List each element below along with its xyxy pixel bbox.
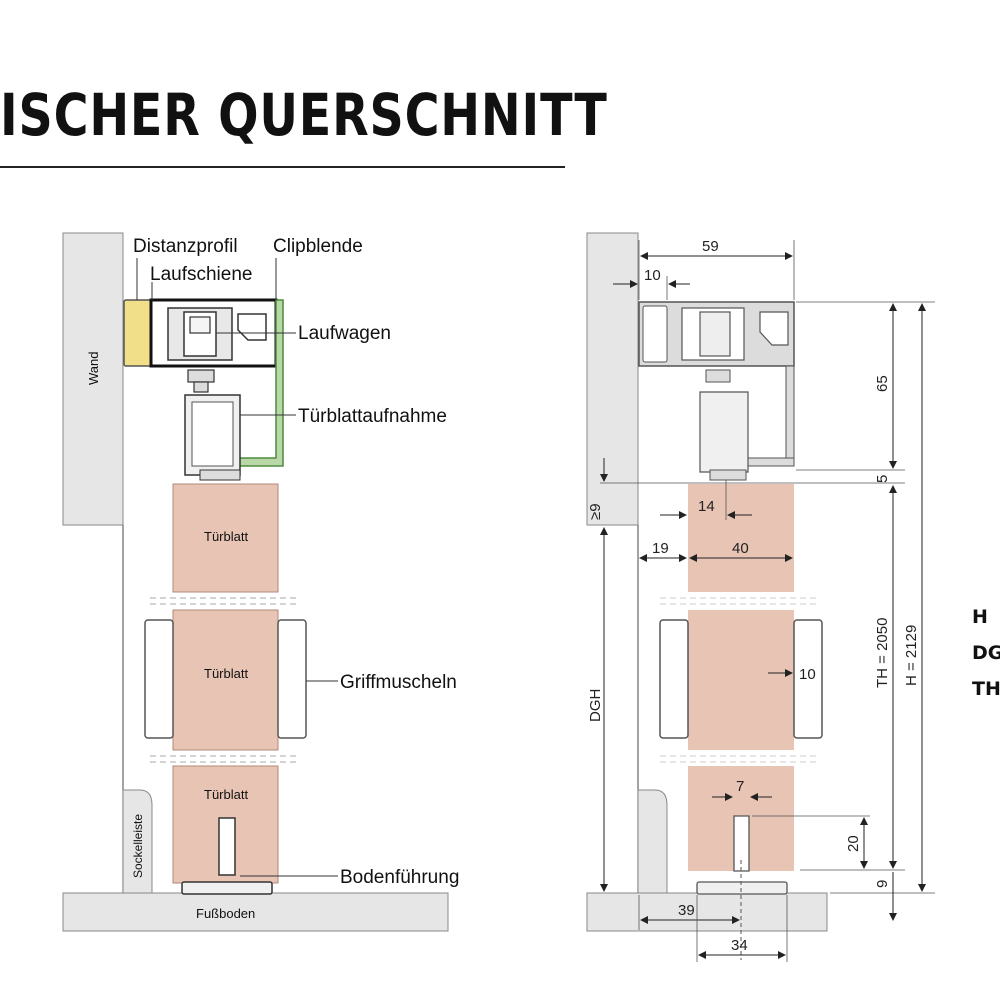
legend-dg: DG: [972, 642, 1000, 664]
svg-text:≥9: ≥9: [587, 503, 604, 520]
svg-text:5: 5: [874, 475, 891, 483]
floor-label: Fußboden: [196, 906, 255, 921]
floor-guide: [218, 817, 236, 876]
skirting-label: Sockelleiste: [131, 814, 145, 878]
flush-handle-left: [144, 619, 174, 739]
svg-text:10: 10: [644, 267, 661, 284]
svg-text:65: 65: [874, 375, 891, 392]
svg-text:H = 2129: H = 2129: [903, 625, 920, 686]
svg-text:Türblatt: Türblatt: [204, 529, 248, 544]
svg-text:Türblatt: Türblatt: [204, 787, 248, 802]
svg-text:7: 7: [736, 778, 744, 795]
svg-text:14: 14: [698, 498, 715, 515]
page-title: ISCHER QUERSCHNITT: [0, 81, 608, 149]
wall-label: Wand: [86, 352, 101, 385]
door-leaf-middle: [172, 609, 279, 751]
right-diagram: 59 10 65 5 TH = 2050 H = 2129 9 ≥9 DGH: [586, 232, 935, 962]
label-clipblende: Clipblende: [273, 236, 363, 257]
legend-th: TH: [972, 678, 1000, 700]
legend-h: H: [972, 606, 988, 628]
door-leaf-top: [172, 483, 279, 593]
label-distanzprofil: Distanzprofil: [133, 236, 238, 257]
svg-text:59: 59: [702, 238, 719, 255]
svg-text:10: 10: [799, 666, 816, 683]
label-laufschiene: Laufschiene: [150, 264, 252, 285]
label-laufwagen: Laufwagen: [298, 323, 391, 344]
svg-text:20: 20: [845, 835, 862, 852]
svg-text:40: 40: [732, 540, 749, 557]
svg-text:39: 39: [678, 902, 695, 919]
left-diagram: Wand Fußboden Sockelleiste Türblatt Türb…: [62, 232, 459, 932]
floor-block: [62, 892, 449, 932]
wall-block: [62, 232, 124, 526]
distance-profile: [123, 299, 152, 367]
flush-handle-right: [277, 619, 307, 739]
svg-text:9: 9: [874, 880, 891, 888]
svg-text:19: 19: [652, 540, 669, 557]
label-tuerblattaufnahme: Türblattaufnahme: [298, 406, 447, 427]
title-underline: [0, 166, 565, 168]
svg-text:DGH: DGH: [587, 689, 604, 722]
label-griffmuscheln: Griffmuscheln: [340, 672, 457, 693]
svg-text:34: 34: [731, 937, 748, 954]
skirting-board: [122, 789, 153, 894]
svg-text:TH = 2050: TH = 2050: [874, 618, 891, 688]
svg-text:Türblatt: Türblatt: [204, 666, 248, 681]
label-bodenfuehrung: Bodenführung: [340, 867, 459, 888]
